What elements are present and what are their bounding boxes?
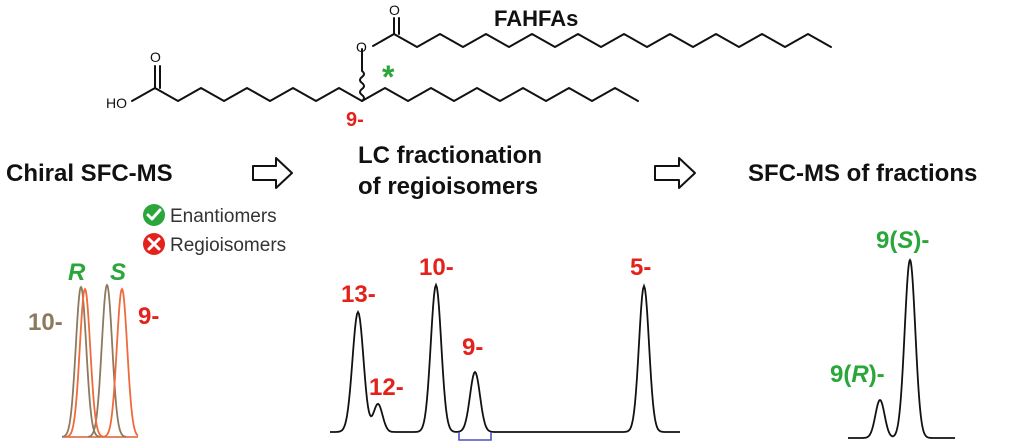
peak-10-s	[87, 283, 127, 438]
molecule-class-label: FAHFAs	[494, 6, 578, 31]
peak-9-s	[102, 287, 139, 438]
label-9-regioisomer: 9-	[138, 303, 159, 330]
chromatogram-fraction-sfc	[848, 258, 955, 439]
ester-oxygen: O	[356, 39, 367, 55]
label-r-enantiomer: R	[68, 259, 86, 286]
legend: Enantiomers Regioisomers	[143, 204, 286, 256]
chromatogram-lc-fractionation	[330, 282, 680, 441]
step2-title-line2: of regioisomers	[358, 173, 538, 200]
peak-9-r	[65, 287, 105, 438]
legend-regioisomers: Regioisomers	[170, 235, 286, 256]
label-10-regioisomer: 10-	[28, 309, 63, 336]
ester-acyl-chain-bond	[393, 33, 832, 48]
chiral-center-marker: *	[382, 59, 395, 95]
cross-mark	[147, 237, 161, 251]
wavy-stereo-bond	[359, 48, 365, 102]
arrow-right-icon	[654, 157, 696, 189]
label-s-enantiomer: S	[110, 259, 126, 286]
peak-label-5: 5-	[630, 254, 651, 281]
arrow-right-icon	[252, 157, 293, 189]
peak-label-13: 13-	[341, 281, 376, 308]
legend-enantiomers: Enantiomers	[170, 206, 277, 227]
label-9r: 9(R)-	[830, 361, 885, 388]
fahfa-structure	[131, 17, 832, 102]
chromatogram-chiral-sfc	[61, 283, 139, 438]
ester-carbonyl-oxygen: O	[389, 2, 400, 18]
acid-chain-bond	[131, 87, 363, 102]
step1-title: Chiral SFC-MS	[6, 160, 173, 187]
hydroxy-tail-bond	[361, 87, 639, 102]
hydroxyl-label: HO	[106, 95, 127, 111]
label-9s: 9(S)-	[876, 227, 929, 254]
step3-title: SFC-MS of fractions	[748, 160, 977, 187]
fraction-sfc-trace	[848, 258, 955, 439]
peak-label-9: 9-	[462, 334, 483, 361]
lc-trace	[330, 282, 680, 433]
position-9-label: 9-	[346, 109, 364, 131]
peak-label-10: 10-	[419, 254, 454, 281]
check-mark	[146, 208, 162, 221]
step2-title-line1: LC fractionation	[358, 142, 542, 169]
carboxyl-oxygen: O	[150, 49, 161, 65]
peak-label-12: 12-	[369, 374, 404, 401]
fraction-bracket	[458, 432, 492, 441]
ester-bond	[372, 33, 395, 47]
